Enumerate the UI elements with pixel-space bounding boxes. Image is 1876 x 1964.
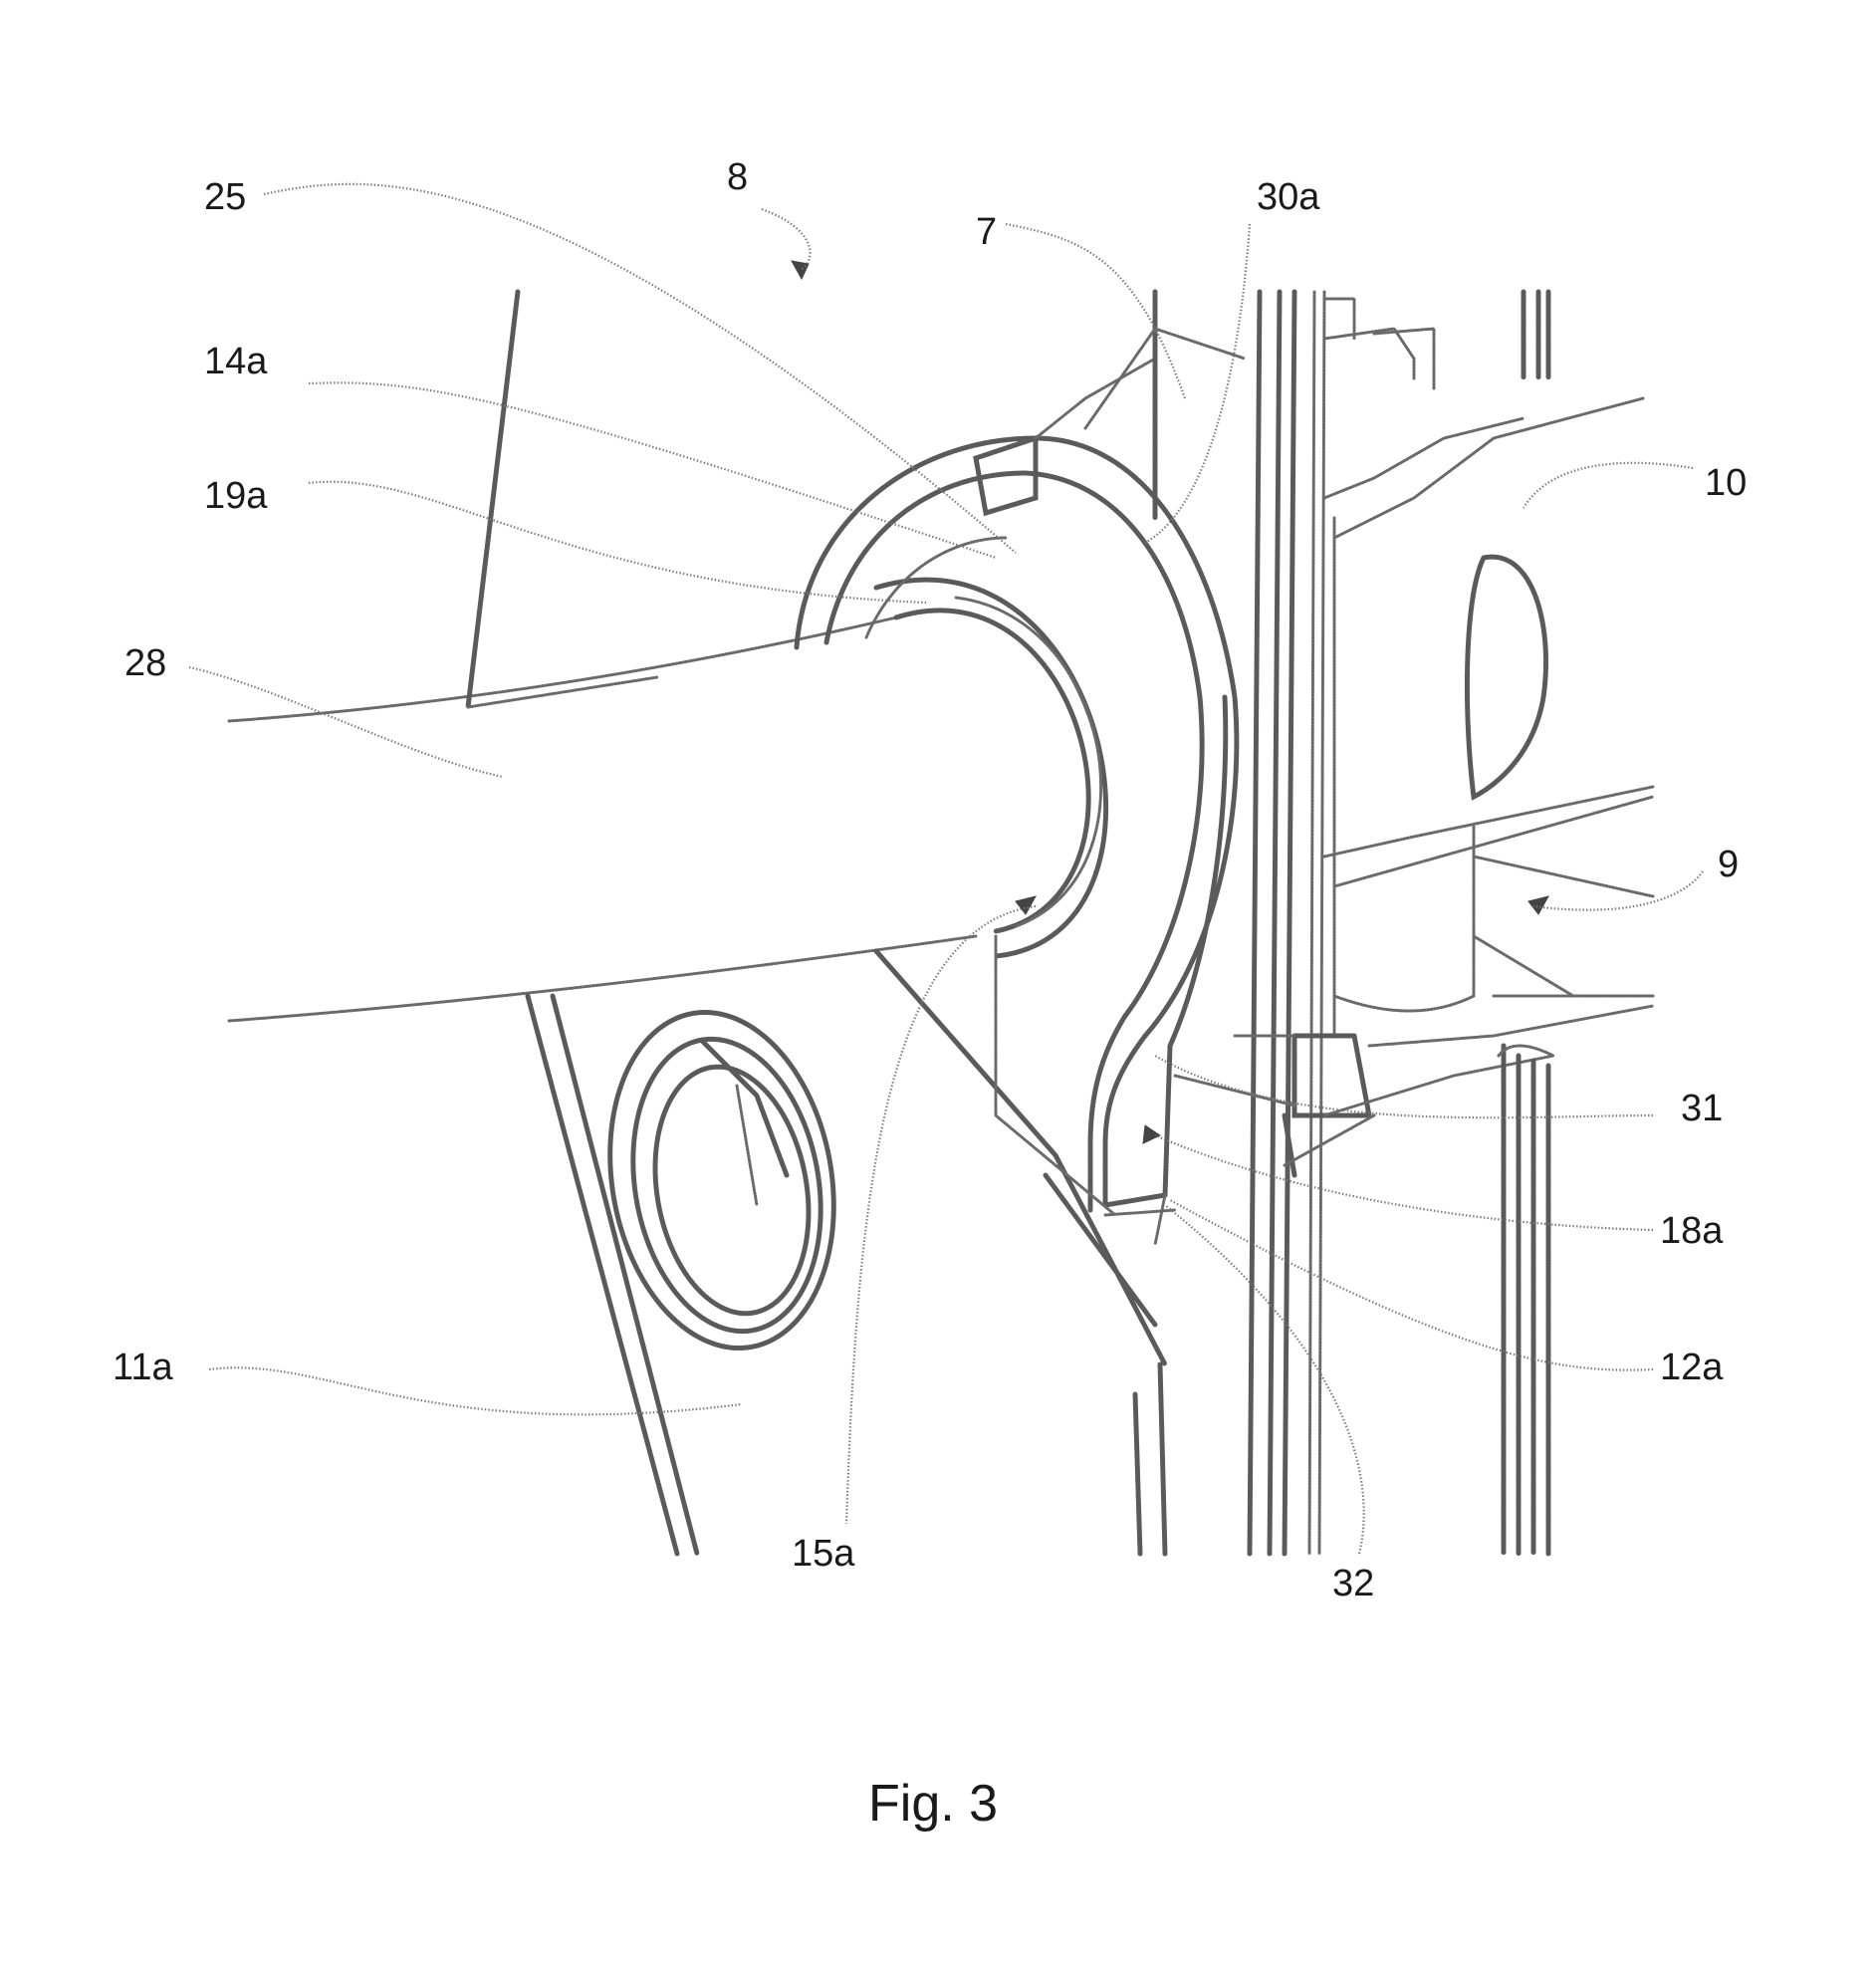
label-15a: 15a [792,1533,855,1575]
reference-labels: 25 8 7 30a 14a 19a 10 28 9 31 18a 11a 12… [113,156,1747,1604]
leader-lines [188,182,1704,1555]
label-18a: 18a [1660,1210,1724,1252]
tube-end-opening [873,577,1108,959]
collar-ring [794,357,1240,1039]
label-8: 8 [727,156,748,198]
lower-bracket [525,934,1168,1557]
label-10: 10 [1705,462,1747,504]
upper-wedge [1083,289,1247,521]
label-31: 31 [1681,1088,1723,1129]
label-11a: 11a [113,1347,173,1388]
label-14a: 14a [204,341,268,382]
arrow-9-head [1527,895,1549,915]
arrow-15a-head [1015,895,1037,915]
label-12a: 12a [1660,1347,1724,1388]
right-housing [1173,289,1655,1178]
vertical-channel [1087,694,1229,1247]
left-tube-body [227,289,978,1023]
lug-ring [607,1009,836,1351]
inner-arrows [791,260,1549,1144]
arrow-18a-head [1142,1124,1162,1144]
label-30a: 30a [1257,176,1320,218]
label-32: 32 [1332,1563,1374,1604]
right-lens [1464,554,1548,801]
label-28: 28 [124,642,166,684]
vertical-rails [1132,289,1326,1557]
figure-caption: Fig. 3 [868,1775,998,1833]
label-25: 25 [204,176,246,218]
label-19a: 19a [204,475,268,517]
arrow-8-head [791,260,810,281]
label-7: 7 [976,211,997,253]
right-lower-rails [1497,1043,1555,1557]
label-9: 9 [1718,844,1739,885]
